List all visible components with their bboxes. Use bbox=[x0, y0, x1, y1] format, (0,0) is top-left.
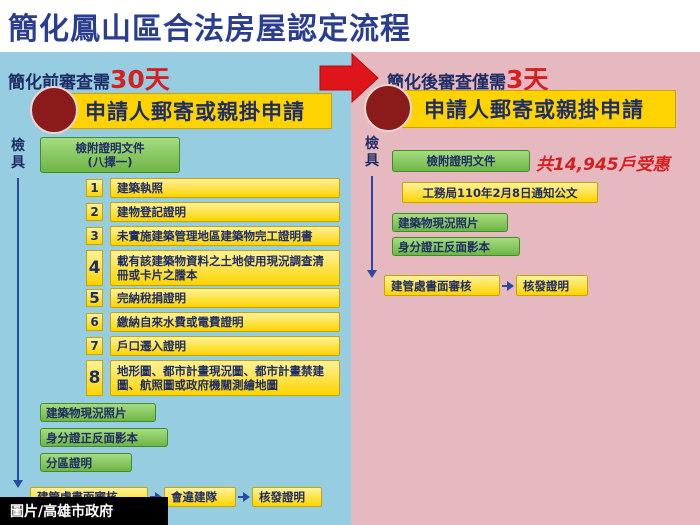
docs-header-line2: (八擇一) bbox=[87, 155, 133, 169]
option-text: 建物登記證明 bbox=[110, 202, 340, 222]
option-num: 2 bbox=[86, 203, 103, 221]
flow-step-review: 建管處書面審核 bbox=[384, 275, 500, 296]
right-arrow-icon bbox=[238, 492, 250, 502]
option-text: 載有該建築物資料之土地使用現況調查清冊或卡片之謄本 bbox=[110, 250, 340, 286]
after-apply-bar: 申請人郵寄或親掛申請 bbox=[392, 90, 676, 128]
right-arrow-icon bbox=[502, 281, 514, 291]
extra-doc: 身分證正反面影本 bbox=[392, 237, 520, 256]
option-num: 5 bbox=[86, 289, 103, 307]
option-text: 戶口遷入證明 bbox=[110, 336, 340, 356]
extra-doc: 建築物現況照片 bbox=[392, 213, 508, 232]
option-num: 1 bbox=[86, 179, 103, 197]
option-text: 未實施建築管理地區建築物完工證明書 bbox=[110, 226, 340, 246]
flow-step-issue: 核發證明 bbox=[516, 275, 588, 296]
extra-doc: 分區證明 bbox=[40, 453, 132, 472]
after-days: 3天 bbox=[506, 65, 549, 94]
image-credit: 圖片/高雄市政府 bbox=[0, 497, 168, 525]
page-title: 簡化鳳山區合法房屋認定流程 bbox=[8, 12, 411, 47]
red-right-arrow-icon bbox=[319, 52, 379, 104]
after-docs: 檢附證明文件 bbox=[392, 150, 530, 172]
docs-header-line1: 檢附證明文件 bbox=[75, 141, 145, 155]
before-flow-line bbox=[17, 178, 19, 482]
option-text: 建築執照 bbox=[110, 178, 340, 198]
extra-doc: 建築物現況照片 bbox=[40, 403, 156, 422]
option-text: 地形圖、都市計畫現況圖、都市計畫禁建圖、航照圖或政府機關測繪地圖 bbox=[110, 360, 340, 396]
flow-step-inspection: 會違建隊 bbox=[164, 487, 236, 507]
before-apply-bar: 申請人郵寄或親掛申請 bbox=[58, 93, 332, 129]
households-note: 共14,945戶受惠 bbox=[536, 155, 670, 175]
notice-doc: 工務局110年2月8日通知公文 bbox=[402, 182, 598, 203]
after-subtitle-text: 簡化後審查僅需 bbox=[387, 73, 506, 93]
option-num: 3 bbox=[86, 227, 103, 245]
before-days: 30天 bbox=[110, 65, 170, 94]
dark-red-circle-icon bbox=[30, 86, 78, 134]
flow-step-issue: 核發證明 bbox=[252, 487, 322, 507]
before-subtitle-text: 簡化前審查需 bbox=[8, 73, 110, 93]
after-flow-line bbox=[371, 176, 373, 272]
down-arrow-icon bbox=[13, 480, 23, 488]
down-arrow-icon bbox=[367, 270, 377, 278]
before-subtitle: 簡化前審查需30天 bbox=[8, 60, 170, 96]
option-num: 8 bbox=[86, 360, 103, 396]
option-text: 完納稅捐證明 bbox=[110, 288, 340, 308]
option-text: 繳納自來水費或電費證明 bbox=[110, 312, 340, 332]
before-check-label: 檢具 bbox=[11, 138, 25, 171]
option-num: 4 bbox=[86, 250, 103, 286]
before-docs-header: 檢附證明文件 (八擇一) bbox=[40, 137, 180, 173]
option-num: 7 bbox=[86, 337, 103, 355]
after-subtitle: 簡化後審查僅需3天 bbox=[387, 60, 548, 96]
dark-red-circle-icon bbox=[364, 84, 412, 132]
option-num: 6 bbox=[86, 313, 103, 331]
extra-doc: 身分證正反面影本 bbox=[40, 428, 168, 447]
after-check-label: 檢具 bbox=[365, 136, 379, 169]
